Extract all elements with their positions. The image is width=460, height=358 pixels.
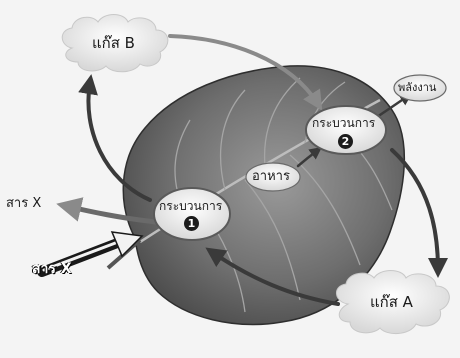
substance-x-in-label: สาร X [32,262,72,276]
process-1-label: กระบวนการ [159,200,222,212]
process-1-bubble [154,188,230,240]
substance-x-out-label: สาร X [6,197,41,210]
process-2-label: กระบวนการ [312,117,375,129]
process-2-number: 2 [338,134,353,149]
gas-b-label: แก๊ส B [92,36,135,51]
process-1-number: 1 [184,216,199,231]
gas-a-label: แก๊ส A [370,295,413,310]
energy-label: พลังงาน [398,82,436,93]
food-label: อาหาร [252,170,290,183]
